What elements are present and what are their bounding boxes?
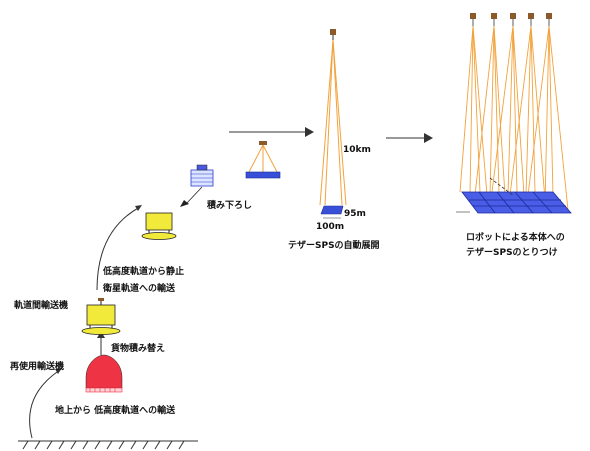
tether-sps-icon	[319, 29, 347, 219]
label-reusable-vehicle: 再使用輸送機	[10, 362, 65, 372]
unload-arrowhead	[180, 200, 189, 207]
sps-array-panels	[461, 191, 572, 214]
trajectory-curves	[29, 206, 141, 439]
ground	[18, 440, 198, 450]
label-cargo-transfer: 貨物積み替え	[111, 344, 166, 354]
label-tether-deploy: テザーSPSの自動展開	[288, 241, 380, 251]
label-ground-to-leo: 地上から 低高度軌道への輸送	[55, 406, 176, 416]
sps-array-icon	[456, 13, 572, 214]
assembly-arrow	[386, 133, 433, 143]
label-dim-100m: 100m	[316, 222, 345, 232]
orbit-transfer-vehicle-icon	[81, 298, 121, 335]
cargo-module-icon	[180, 164, 214, 207]
label-robot-attach-line2: テザーSPSのとりつけ	[466, 248, 558, 258]
label-robot-attach-line1: ロボットによる本体への	[466, 233, 565, 243]
label-dim-10km: 10km	[343, 145, 371, 155]
label-orbit-transfer-vehicle: 軌道間輸送機	[14, 301, 69, 311]
orbit-transfer-vehicle-upper-icon	[141, 212, 177, 240]
launch-trajectory	[29, 369, 61, 439]
leo-to-geo-trajectory	[96, 206, 141, 291]
launch-arrowhead	[55, 368, 62, 374]
transfer-arrow	[229, 127, 314, 137]
label-leo-to-geo-line2: 衛星軌道への輸送	[103, 284, 176, 294]
leo-geo-arrowhead	[135, 205, 142, 211]
label-unloading: 積み下ろし	[207, 201, 253, 211]
folded-sps-icon	[245, 141, 281, 179]
reusable-vehicle-icon	[85, 354, 123, 393]
label-leo-to-geo-line1: 低高度軌道から静止	[103, 267, 185, 277]
label-dim-95m: 95m	[344, 209, 366, 219]
